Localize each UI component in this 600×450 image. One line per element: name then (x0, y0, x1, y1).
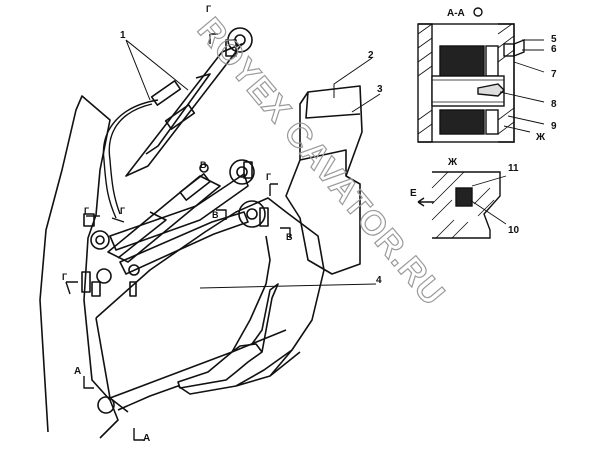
labels: 1 2 3 4 5 6 7 8 9 10 11 А-А Ж Ж Е А А В … (62, 4, 557, 444)
callout-10: 10 (508, 225, 520, 236)
bucket-inner (231, 235, 271, 353)
detail-view-label: Ж (535, 132, 546, 143)
callout-2: 2 (368, 50, 374, 61)
view-markers (65, 33, 291, 441)
callout-9: 9 (551, 121, 557, 132)
view-letter-v1: В (200, 160, 207, 170)
view-letter-v3: В (286, 232, 293, 242)
callout-7: 7 (551, 69, 557, 80)
pin-left (90, 230, 110, 250)
callout-5: 5 (551, 34, 557, 45)
detail-frame (432, 171, 501, 239)
callout-8: 8 (551, 99, 557, 110)
callout-1: 1 (120, 30, 126, 41)
grease-fitting (477, 83, 505, 97)
bucket-shell (95, 197, 325, 411)
detail-seal (455, 187, 473, 207)
linkage-arm (109, 173, 249, 251)
pin-left-low (96, 268, 112, 284)
callout-3: 3 (377, 84, 383, 95)
side-plate (285, 85, 363, 275)
direction-arrow (417, 197, 434, 207)
stick-body (39, 95, 119, 439)
view-letter-g4: Г (120, 206, 125, 216)
hydraulic-hose (102, 99, 159, 219)
callout-4: 4 (376, 275, 382, 286)
view-letter-g2: Г (266, 172, 271, 182)
bucket-tooth (177, 343, 263, 389)
section-a-a (417, 7, 545, 143)
view-letter-g5: Г (62, 272, 67, 282)
callout-11: 11 (508, 163, 519, 174)
callout-6: 6 (551, 44, 557, 55)
view-letter-g1: Г (206, 4, 211, 14)
pin-low (238, 200, 266, 228)
section-title: А-А (447, 8, 465, 19)
view-letter-v2: В (212, 210, 219, 220)
section-symbol (473, 7, 483, 17)
view-letter-a-top: А (74, 366, 81, 377)
pin-mid (229, 159, 255, 185)
detail-zh (417, 171, 507, 239)
leader-lines (125, 39, 381, 289)
view-letter-a-bottom: А (143, 433, 150, 444)
view-letter-g3: Г (84, 206, 89, 216)
view-letter-e: Е (410, 188, 417, 199)
detail-zh-title: Ж (447, 157, 458, 168)
bucket-assembly (39, 27, 381, 441)
bucket-floor (95, 317, 287, 413)
